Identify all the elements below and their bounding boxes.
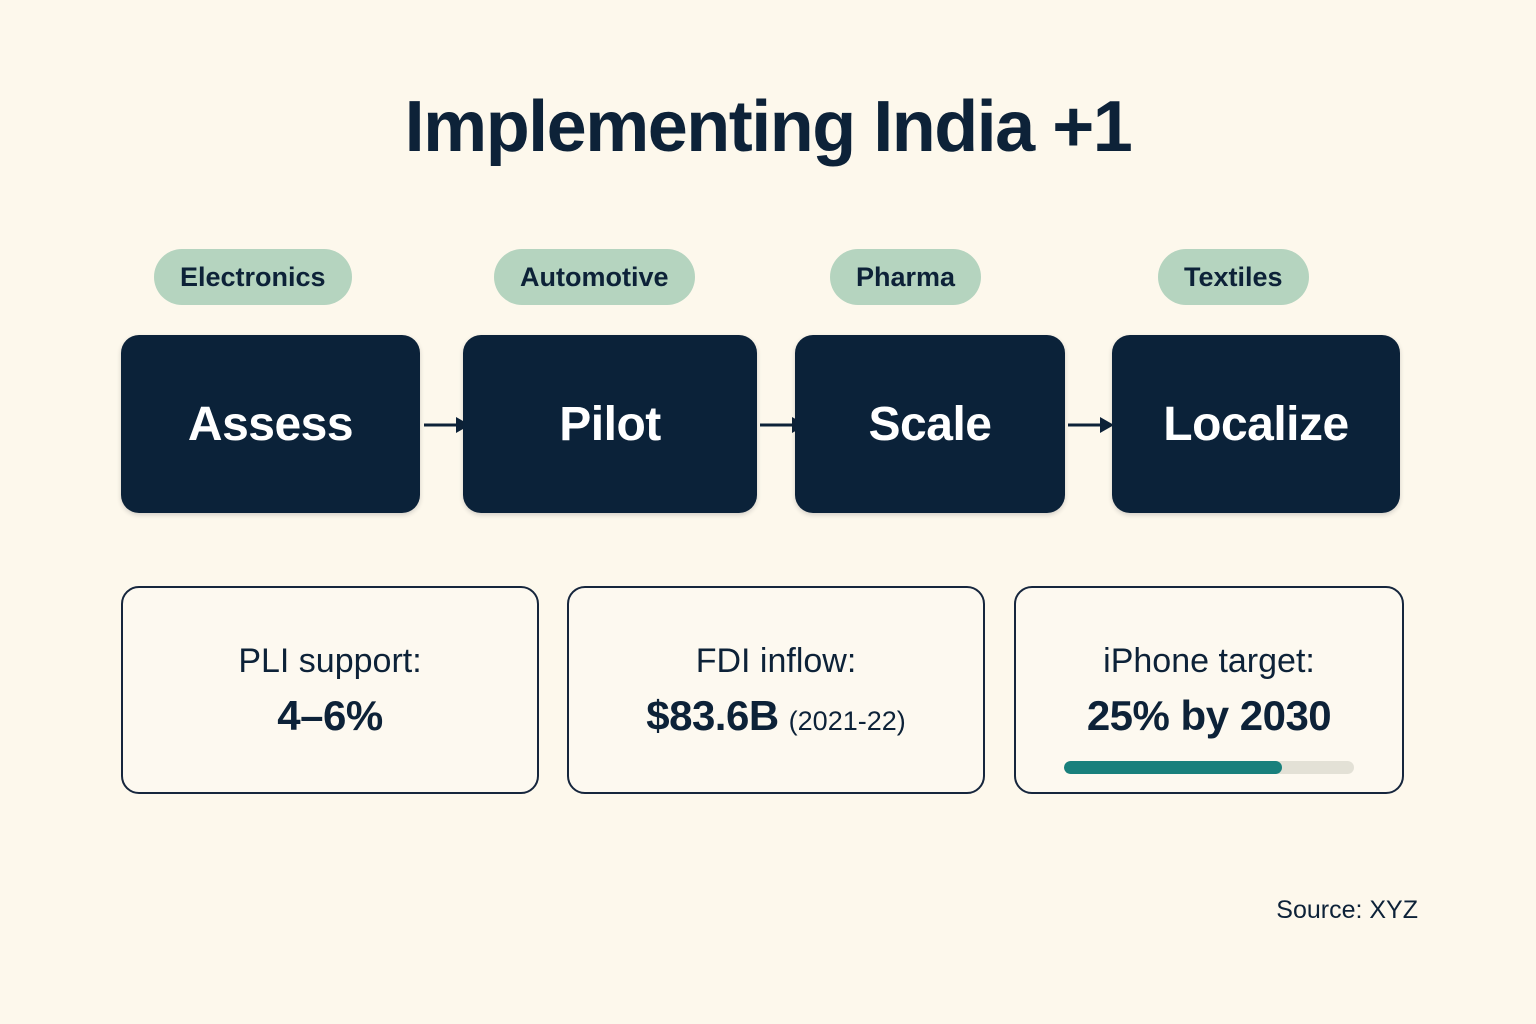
stage-box-label: Scale — [868, 397, 992, 451]
stat-card-fdi-inflow: FDI inflow: $83.6B (2021-22) — [567, 586, 985, 794]
stat-card-value-row: 4–6% — [277, 692, 383, 740]
stat-card-label: iPhone target: — [1103, 641, 1315, 680]
sector-pill-textiles: Textiles — [1158, 249, 1309, 305]
sector-pill-electronics: Electronics — [154, 249, 352, 305]
progress-bar-track — [1064, 761, 1354, 774]
source-note: Source: XYZ — [1276, 896, 1418, 924]
stat-card-value: 25% by 2030 — [1086, 692, 1332, 740]
stat-card-value-row: 25% by 2030 — [1086, 692, 1332, 740]
stage-box-scale[interactable]: Scale — [795, 335, 1065, 513]
stage-box-label: Localize — [1163, 397, 1349, 451]
stat-card-label: FDI inflow: — [695, 641, 857, 680]
sector-pill-label: Automotive — [520, 261, 669, 292]
stage-box-label: Pilot — [559, 397, 661, 451]
stat-card-note: (2021-22) — [788, 706, 906, 737]
sector-pill-pharma: Pharma — [830, 249, 982, 305]
stat-card-value: 4–6% — [277, 692, 383, 740]
sector-pill-automotive: Automotive — [494, 249, 695, 305]
stat-card-value-row: $83.6B (2021-22) — [646, 692, 906, 740]
stage-box-localize[interactable]: Localize — [1112, 335, 1400, 513]
stage-box-assess[interactable]: Assess — [121, 335, 420, 513]
stat-card-label: PLI support: — [238, 641, 422, 680]
page-title: Implementing India +1 — [404, 87, 1133, 167]
sector-pill-label: Electronics — [180, 261, 326, 292]
stat-card-iphone-target: iPhone target: 25% by 2030 — [1014, 586, 1404, 794]
sector-pill-label: Pharma — [856, 261, 956, 292]
sector-pill-label: Textiles — [1184, 261, 1283, 292]
progress-bar-fill — [1064, 761, 1282, 774]
arrow-right-icon — [1068, 417, 1114, 433]
stage-box-pilot[interactable]: Pilot — [463, 335, 757, 513]
stat-card-value: $83.6B — [646, 692, 779, 740]
stage-box-label: Assess — [187, 397, 354, 451]
stat-card-pli-support: PLI support: 4–6% — [121, 586, 539, 794]
